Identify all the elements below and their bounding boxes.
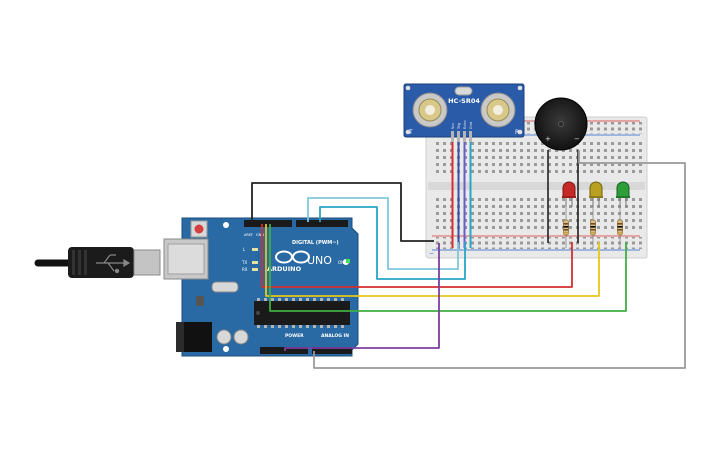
crystal-16mhz bbox=[211, 281, 239, 293]
sensor-pin-gnd[interactable] bbox=[469, 131, 472, 142]
sensor-jumpers bbox=[451, 142, 472, 248]
terminal-strip-top bbox=[432, 142, 642, 177]
center-channel bbox=[428, 182, 645, 190]
crystal-oscillator bbox=[454, 86, 473, 96]
aref-label: AREF bbox=[244, 233, 253, 237]
sensor-model-text: HC-SR04 bbox=[448, 97, 480, 105]
ultrasonic-sensor[interactable]: HC-SR04 T R Vcc Trig Echo Gnd bbox=[403, 83, 525, 142]
transmitter-transducer bbox=[412, 92, 448, 128]
digital-label: DIGITAL (PWM~) bbox=[292, 240, 339, 246]
terminal-strip-bottom bbox=[432, 194, 642, 229]
reset-button-cap bbox=[194, 224, 204, 234]
wire-cyan[interactable] bbox=[319, 206, 466, 280]
resistor-red-led[interactable] bbox=[563, 207, 569, 248]
piezo-buzzer[interactable]: + − bbox=[534, 97, 588, 151]
wire-purple-5v[interactable] bbox=[284, 243, 440, 351]
wire-yellow-led[interactable] bbox=[265, 224, 600, 297]
power-label: POWER bbox=[285, 333, 304, 339]
resistor-yellow-led[interactable] bbox=[590, 207, 596, 248]
resistor-green-led[interactable] bbox=[617, 207, 623, 248]
arduino-infinity-icon bbox=[275, 250, 310, 264]
capacitor bbox=[216, 329, 232, 345]
rail-minus-label: − bbox=[429, 250, 434, 257]
digital-header-b[interactable] bbox=[296, 220, 348, 227]
sensor-pin-label: Gnd bbox=[469, 122, 473, 129]
arduino-logo-text: ARDUINO bbox=[267, 265, 302, 273]
wire-cyan-light[interactable] bbox=[307, 197, 459, 270]
mount-hole bbox=[405, 129, 411, 135]
sensor-pin-label: Trig bbox=[457, 123, 461, 130]
mount-hole bbox=[517, 129, 523, 135]
led-red[interactable] bbox=[562, 181, 576, 207]
usb-plug-metal bbox=[133, 249, 161, 276]
sensor-pin-vcc[interactable] bbox=[451, 131, 454, 142]
wire-red-led[interactable] bbox=[261, 224, 573, 288]
wires bbox=[251, 150, 686, 369]
analog-header[interactable] bbox=[312, 347, 352, 354]
wire-gray-buzzer[interactable] bbox=[313, 150, 686, 369]
on-led bbox=[346, 259, 350, 263]
power-header[interactable] bbox=[260, 347, 308, 354]
gnd-label: GND bbox=[256, 233, 264, 237]
usb-cable[interactable] bbox=[34, 247, 161, 278]
receiver-transducer bbox=[480, 92, 516, 128]
l-label: L bbox=[243, 247, 246, 252]
mount-hole bbox=[517, 85, 523, 91]
buzzer-minus-label: − bbox=[574, 135, 580, 143]
l-led bbox=[252, 248, 258, 251]
usb-icon bbox=[96, 254, 131, 274]
atmega328-chip bbox=[254, 298, 350, 328]
bottom-power-rail bbox=[432, 237, 642, 249]
analog-in-label: ANALOG IN bbox=[321, 333, 349, 339]
wire-green-led[interactable] bbox=[269, 224, 627, 312]
rx-led bbox=[252, 268, 258, 271]
capacitor bbox=[233, 329, 249, 345]
sensor-pin-label: Echo bbox=[463, 121, 467, 130]
uno-model-text: UNO bbox=[307, 254, 332, 267]
led-green[interactable] bbox=[616, 181, 630, 207]
wire-black-gnd[interactable] bbox=[251, 182, 434, 242]
tx-led bbox=[252, 261, 258, 264]
mount-hole bbox=[223, 222, 229, 228]
sensor-t-mark: T bbox=[408, 129, 413, 136]
mount-hole bbox=[223, 346, 229, 352]
sensor-pin-echo[interactable] bbox=[463, 131, 466, 142]
led-yellow[interactable] bbox=[589, 181, 603, 207]
sensor-r-mark: R bbox=[515, 129, 519, 136]
on-label: ON bbox=[338, 260, 344, 265]
sensor-pin-trig[interactable] bbox=[457, 131, 460, 142]
tx-label: TX bbox=[241, 260, 247, 265]
sensor-pin-label: Vcc bbox=[451, 123, 455, 129]
mount-hole bbox=[405, 85, 411, 91]
buzzer-plus-label: + bbox=[545, 135, 551, 143]
regulator bbox=[196, 296, 204, 306]
digital-header-a[interactable] bbox=[244, 220, 292, 227]
rx-label: RX bbox=[242, 267, 248, 272]
